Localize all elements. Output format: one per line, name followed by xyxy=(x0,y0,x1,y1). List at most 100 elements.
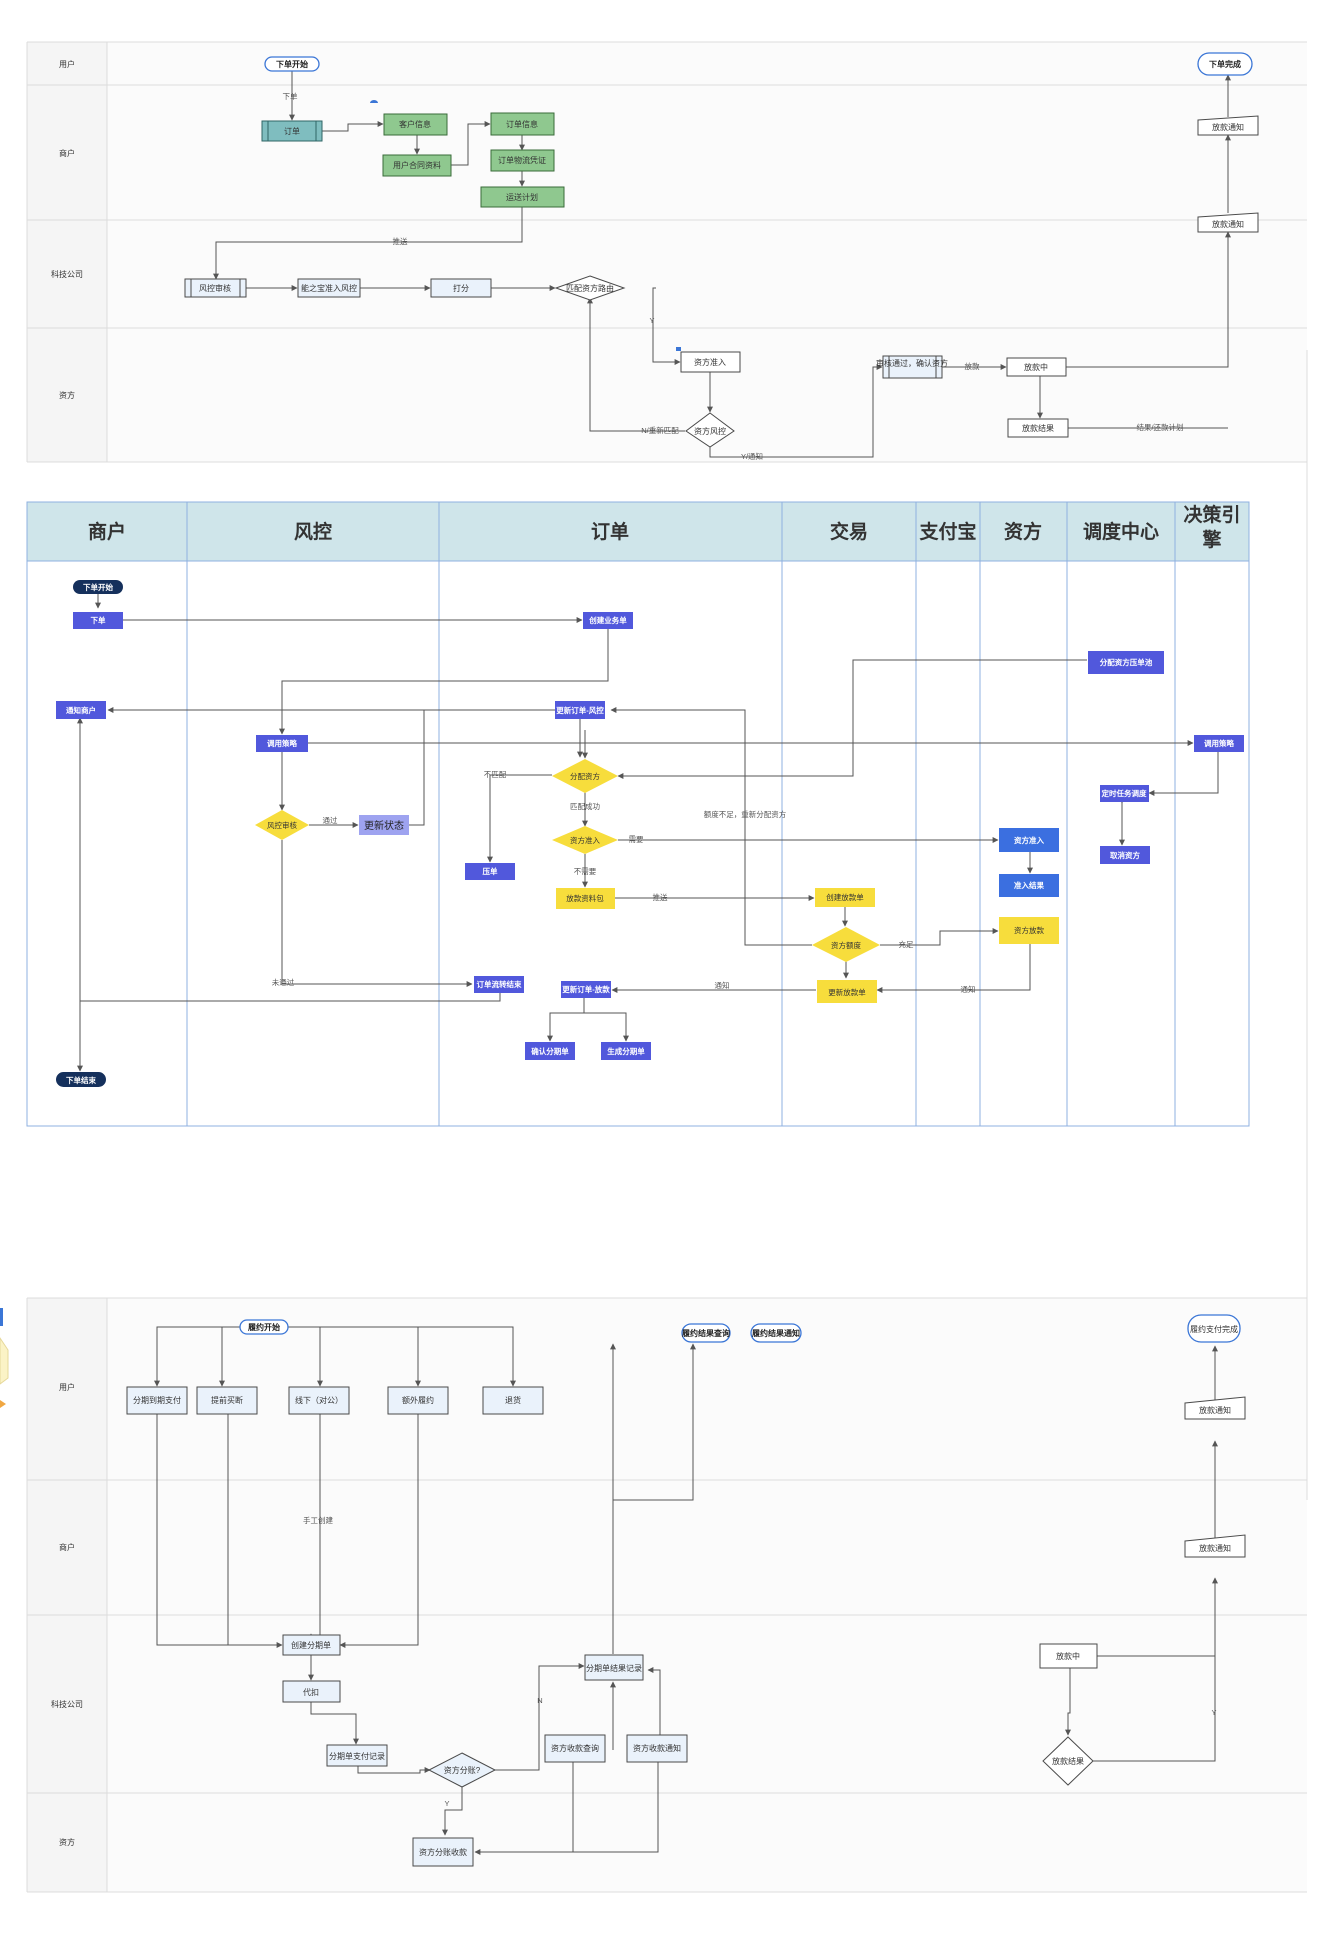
d2-access-result-node xyxy=(999,874,1059,897)
d2-update-status-label: 更新状态 xyxy=(364,819,404,832)
d3-return-node xyxy=(482,1386,544,1415)
d3-capital-split-collect-label: 资方分账收款 xyxy=(419,1847,467,1857)
edge-label-yes: Y xyxy=(444,1799,449,1808)
d2-update-order-risk-label: 更新订单-风控 xyxy=(556,705,604,715)
edge-label-match-ok: 匹配成功 xyxy=(570,801,600,811)
d2-dispatch-assign-label: 取消资方 xyxy=(1110,850,1140,860)
d3-loan-result-label: 放款结果 xyxy=(1052,1756,1084,1766)
d3-split-result-record-label: 分期单结果记录 xyxy=(586,1663,642,1673)
d2-call-strategy-1-node xyxy=(256,735,308,752)
edge-label-manual-create: 手工创建 xyxy=(303,1515,333,1525)
d2-update-order-loan-node xyxy=(561,981,611,998)
d1-scoring-label: 打分 xyxy=(453,283,469,293)
d2-dispatch-queue-node xyxy=(1088,651,1164,674)
d3-start-label: 履约开始 xyxy=(247,1322,280,1332)
d1-loan-done-node xyxy=(1007,418,1069,438)
d1-order-done-node xyxy=(1197,52,1253,76)
edge-label-not-need: 不需要 xyxy=(574,867,597,876)
d3-start-node xyxy=(239,1319,289,1335)
d3-result-notify-node xyxy=(750,1323,802,1343)
d2-capital-quota-label: 资方额度 xyxy=(831,940,861,950)
d1-loan-mid-label: 放款中 xyxy=(1024,362,1048,372)
d1-capital-access-label: 资方准入 xyxy=(694,357,726,367)
d3-result-query-label: 履约结果查询 xyxy=(681,1328,730,1338)
d3-lane-label-tech: 科技公司 xyxy=(51,1699,83,1709)
d1-user-contract-label: 用户合同资料 xyxy=(393,160,441,170)
d3-loan-mid-node xyxy=(1039,1643,1098,1669)
d2-gen-split-node xyxy=(601,1042,651,1060)
d2-assign-capital-node xyxy=(552,759,618,793)
d2-create-order-node xyxy=(583,612,633,629)
cut-off-note xyxy=(0,1337,9,1385)
d3-split-pay-record-node xyxy=(326,1744,388,1767)
d2-capital-access-2-label: 资方准入 xyxy=(1014,835,1044,845)
edge-label-fail: 未通过 xyxy=(272,977,295,987)
d2-capital-access-label: 资方准入 xyxy=(570,835,600,845)
d2-create-loan-order-node xyxy=(815,888,875,907)
d2-end-label: 下单结束 xyxy=(66,1075,96,1085)
edge-label-place: 下单 xyxy=(283,91,298,101)
d1-capital-risk-check-node xyxy=(685,412,735,448)
d1-loan-notify-2-label: 放款通知 xyxy=(1212,219,1244,229)
d2-place-order-label: 下单 xyxy=(91,615,106,625)
d1-review-pass-node xyxy=(882,355,943,379)
d2-call-strategy-2-node xyxy=(1194,735,1244,752)
d2-access-result-label: 准入结果 xyxy=(1014,880,1044,890)
d1-ship-plan-label: 运送计划 xyxy=(506,192,538,202)
d2-order-close-label: 订单流转结束 xyxy=(477,979,522,989)
d1-order-info-node xyxy=(490,112,555,136)
d3-split-pay-record-label: 分期单支付记录 xyxy=(329,1751,385,1761)
edge-label-push-2: 推送 xyxy=(653,892,668,902)
d3-capital-split-node xyxy=(427,1752,497,1788)
d3-extra-perform-node xyxy=(387,1386,449,1415)
d2-schedule-task-node xyxy=(1100,785,1149,802)
d3-early-repay-label: 提前买断 xyxy=(211,1395,243,1405)
d3-extra-perform-label: 额外履约 xyxy=(402,1395,434,1405)
col-header-trade: 交易 xyxy=(830,520,868,543)
d1-customer-info-label: 客户信息 xyxy=(399,119,431,129)
d2-loan-materials-node xyxy=(556,888,615,909)
d2-call-strategy-2-label: 调用策略 xyxy=(1204,738,1234,748)
d3-loan-notify-2-node xyxy=(1184,1534,1246,1558)
d3-split-result-record-node xyxy=(584,1654,644,1681)
d2-pending-node xyxy=(465,863,515,880)
d2-update-loan-order-label: 更新放款单 xyxy=(828,987,866,997)
d3-capital-split-collect-node xyxy=(412,1837,474,1867)
d2-gen-split-label: 生成分期单 xyxy=(607,1046,645,1056)
d3-create-split-label: 创建分期单 xyxy=(291,1640,331,1650)
d3-loan-result-node xyxy=(1042,1736,1094,1786)
d3-loan-notify-2-label: 放款通知 xyxy=(1199,1543,1231,1553)
edge-label-lend: 放款 xyxy=(965,361,980,371)
d1-start-node xyxy=(264,56,320,72)
d3-done-node xyxy=(1187,1314,1241,1343)
d3-lane-label-merchant: 商户 xyxy=(59,1542,75,1552)
d2-call-strategy-1-label: 调用策略 xyxy=(267,738,297,748)
d2-create-loan-order-label: 创建放款单 xyxy=(826,892,864,902)
d3-capital-collect-query-node xyxy=(544,1734,606,1763)
d3-loan-mid-label: 放款中 xyxy=(1056,1651,1080,1661)
d1-loan-notify-1-label: 放款通知 xyxy=(1212,122,1244,132)
d3-repay-on-time-node xyxy=(126,1386,188,1415)
d2-create-order-label: 创建业务单 xyxy=(588,615,627,625)
d2-dispatch-queue-label: 分配资方压单池 xyxy=(1100,657,1153,667)
d2-capital-loan-label: 资方放款 xyxy=(1014,925,1044,935)
col-header-dispatch: 调度中心 xyxy=(1083,520,1159,543)
d2-capital-loan-node xyxy=(999,917,1059,944)
d3-result-query-node xyxy=(681,1323,731,1343)
col-header-risk: 风控 xyxy=(294,520,332,543)
d1-loan-done-label: 放款结果 xyxy=(1022,423,1054,433)
d2-capital-access-2-node xyxy=(999,828,1059,852)
edge-label-notify-1: 通知 xyxy=(715,980,730,990)
col-header-alipay: 支付宝 xyxy=(918,520,976,543)
d2-start-node xyxy=(73,580,123,594)
d3-repay-on-time-label: 分期到期支付 xyxy=(133,1395,181,1405)
d1-risk-review-node xyxy=(184,278,247,298)
cloud-icon xyxy=(370,100,378,103)
d3-offline-node xyxy=(288,1386,350,1415)
d2-order-close-node xyxy=(474,976,524,993)
d1-review-pass-label: 审核通过，确认资方 xyxy=(876,358,948,368)
d1-order-info-label: 订单信息 xyxy=(506,119,538,129)
d3-result-notify-label: 履约结果通知 xyxy=(751,1328,800,1338)
d1-user-contract-node xyxy=(382,154,452,177)
d2-risk-review-node xyxy=(255,810,309,840)
